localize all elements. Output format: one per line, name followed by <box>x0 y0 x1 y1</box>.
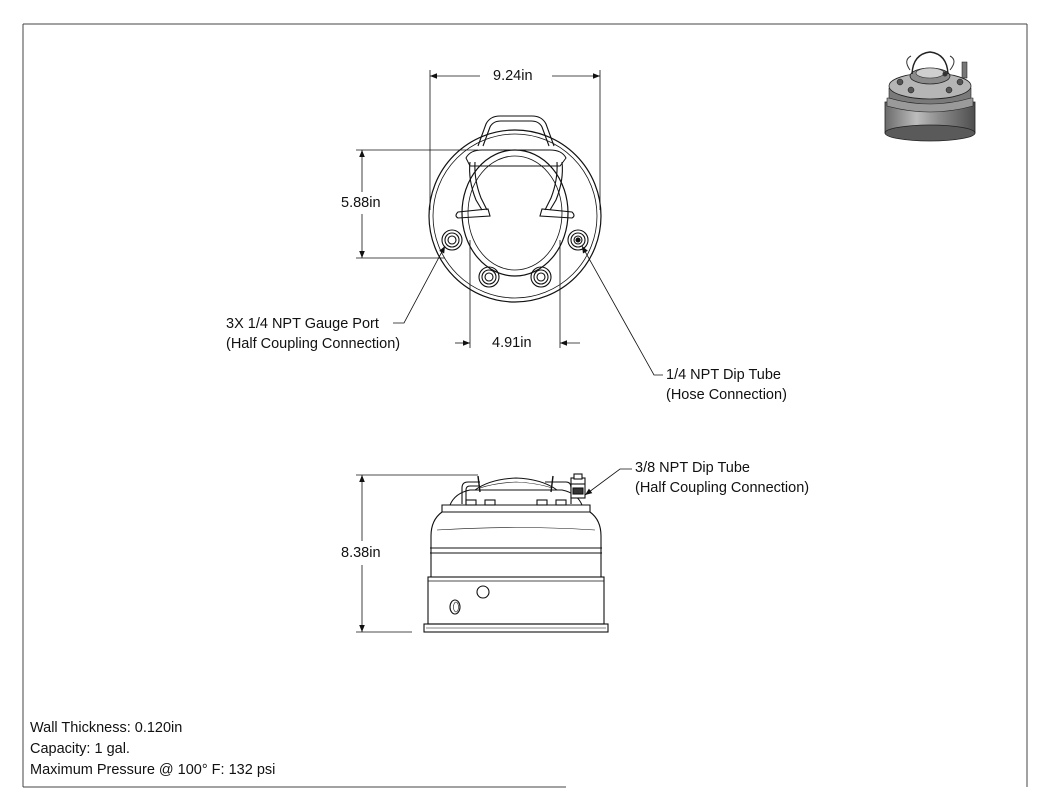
top-view <box>428 115 602 303</box>
handle <box>455 115 575 219</box>
side-hole-small <box>476 585 490 599</box>
dim-lines-top <box>356 70 663 376</box>
spec-max-pressure: Maximum Pressure @ 100° F: 132 psi <box>30 762 276 778</box>
callout-gauge-port-line1: 3X 1/4 NPT Gauge Port <box>226 316 379 332</box>
side-hole-angled <box>449 599 461 615</box>
dim-height: 8.38in <box>341 545 381 561</box>
callout-dip-tube-half-line2: (Half Coupling Connection) <box>635 480 810 496</box>
spec-wall-thickness: Wall Thickness: 0.120in <box>30 720 183 736</box>
lid-oval <box>461 149 569 277</box>
dip-tube-fitting-side <box>570 473 586 499</box>
isometric-thumbnail <box>884 51 976 142</box>
gauge-port-bottom-left <box>478 266 500 288</box>
spec-capacity: Capacity: 1 gal. <box>30 741 130 757</box>
dip-tube-port-right <box>567 229 589 251</box>
side-view <box>423 473 609 633</box>
dim-lines-side <box>356 468 632 633</box>
callout-gauge-port-line2: (Half Coupling Connection) <box>226 336 401 352</box>
callout-dip-tube-hose-line2: (Hose Connection) <box>666 387 787 403</box>
gauge-port-bottom-right <box>530 266 552 288</box>
callout-dip-tube-half-line1: 3/8 NPT Dip Tube <box>635 460 750 476</box>
dim-handle-depth: 5.88in <box>341 195 381 211</box>
callout-dip-tube-hose-line1: 1/4 NPT Dip Tube <box>666 367 781 383</box>
dim-port-spacing: 4.91in <box>492 335 532 351</box>
gauge-port-left <box>441 229 463 251</box>
dim-top-width: 9.24in <box>493 68 533 84</box>
sheet-border <box>22 23 1028 788</box>
